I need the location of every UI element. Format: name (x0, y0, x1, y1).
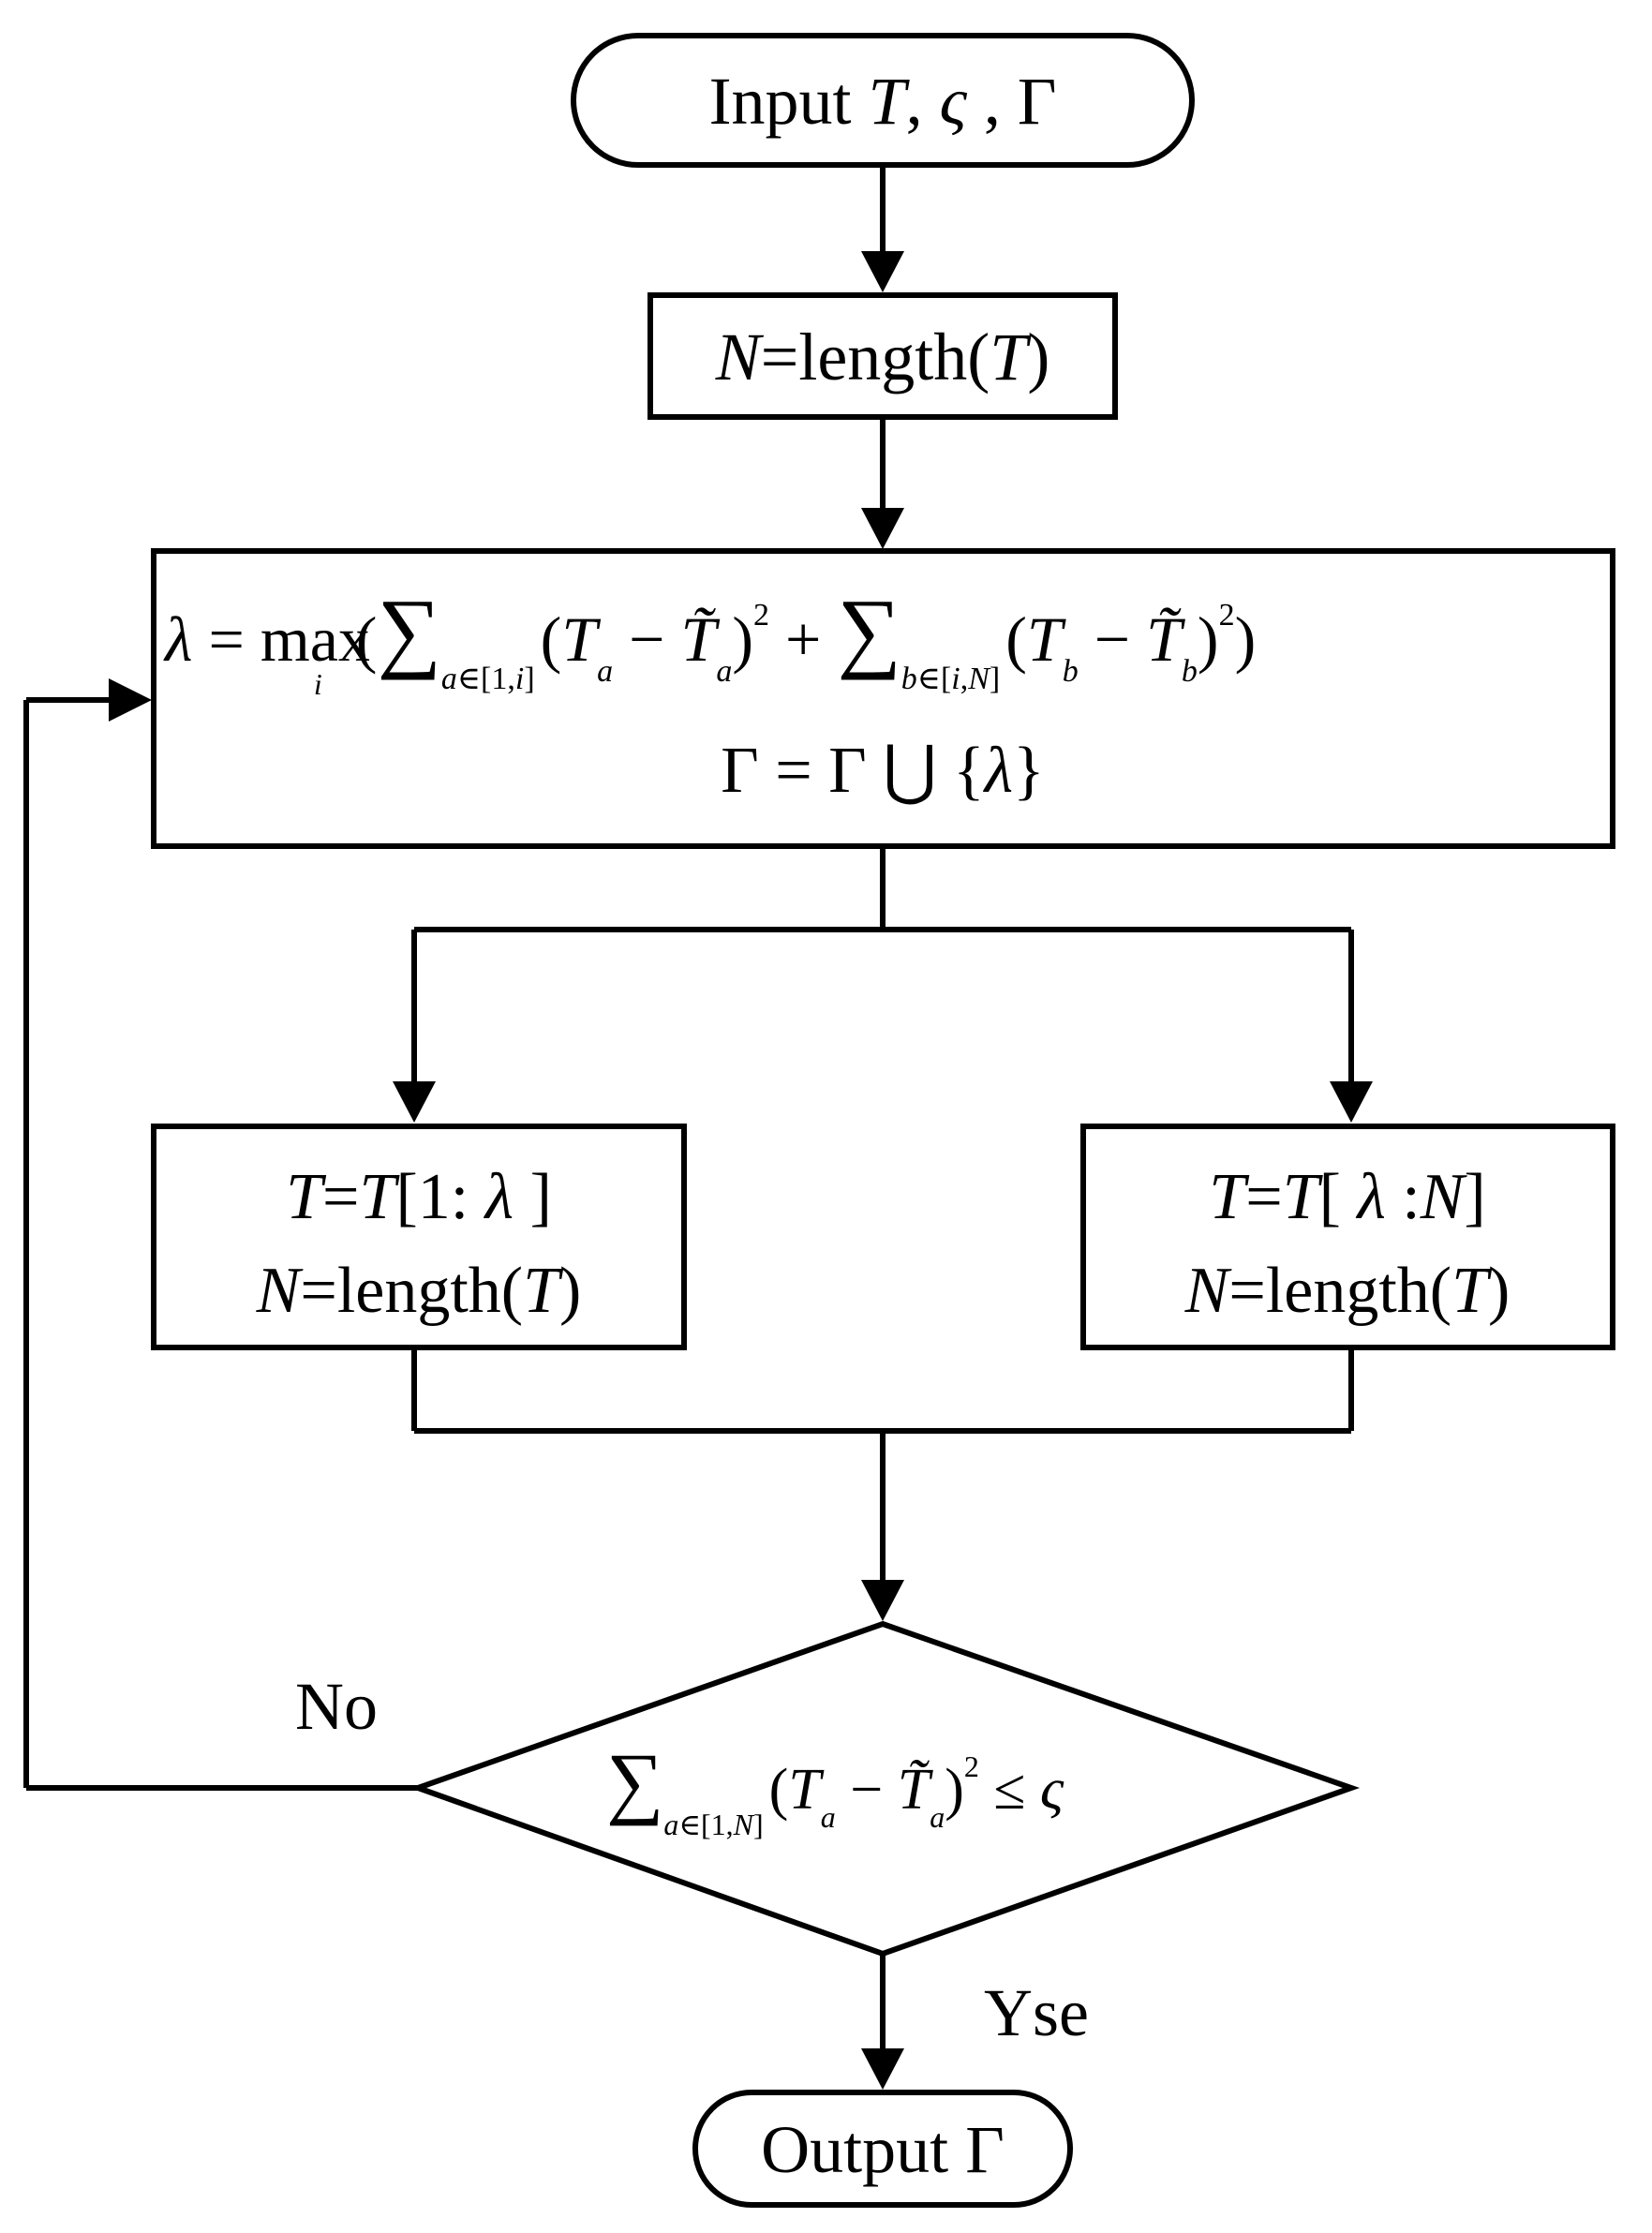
arrowhead-left-box (393, 1081, 436, 1123)
decision-condition: ∑a∈[1,N](Ta − T̃a)2 ≤ ς (606, 1736, 1064, 1841)
right-partition-box (1080, 1124, 1615, 1350)
end-terminal (692, 2090, 1073, 2208)
end-label: Output Γ (761, 2112, 1005, 2187)
yes-label: Yse (984, 1975, 1089, 2050)
arrowhead-step2 (861, 508, 904, 549)
gamma-update-formula: Γ = Γ ⋃ {λ} (721, 735, 1044, 807)
arrowhead-step1 (861, 251, 904, 292)
arrowhead-right-box (1330, 1081, 1373, 1123)
left-partition-line1: T=T[1: λ ] (286, 1161, 552, 1233)
arrowhead-end (861, 2048, 904, 2090)
arrowhead-decision (861, 1580, 904, 1621)
right-partition-line1: T=T[ λ :N] (1209, 1161, 1485, 1233)
left-partition-box (151, 1124, 687, 1350)
start-label: Input T, ς , Γ (709, 64, 1057, 139)
arrowhead-loop (109, 678, 152, 722)
length-box (647, 292, 1118, 420)
no-label: No (295, 1669, 378, 1744)
left-partition-line2: N=length(T) (256, 1255, 582, 1327)
right-partition-line2: N=length(T) (1184, 1255, 1511, 1327)
length-label: N=length(T) (715, 320, 1050, 394)
